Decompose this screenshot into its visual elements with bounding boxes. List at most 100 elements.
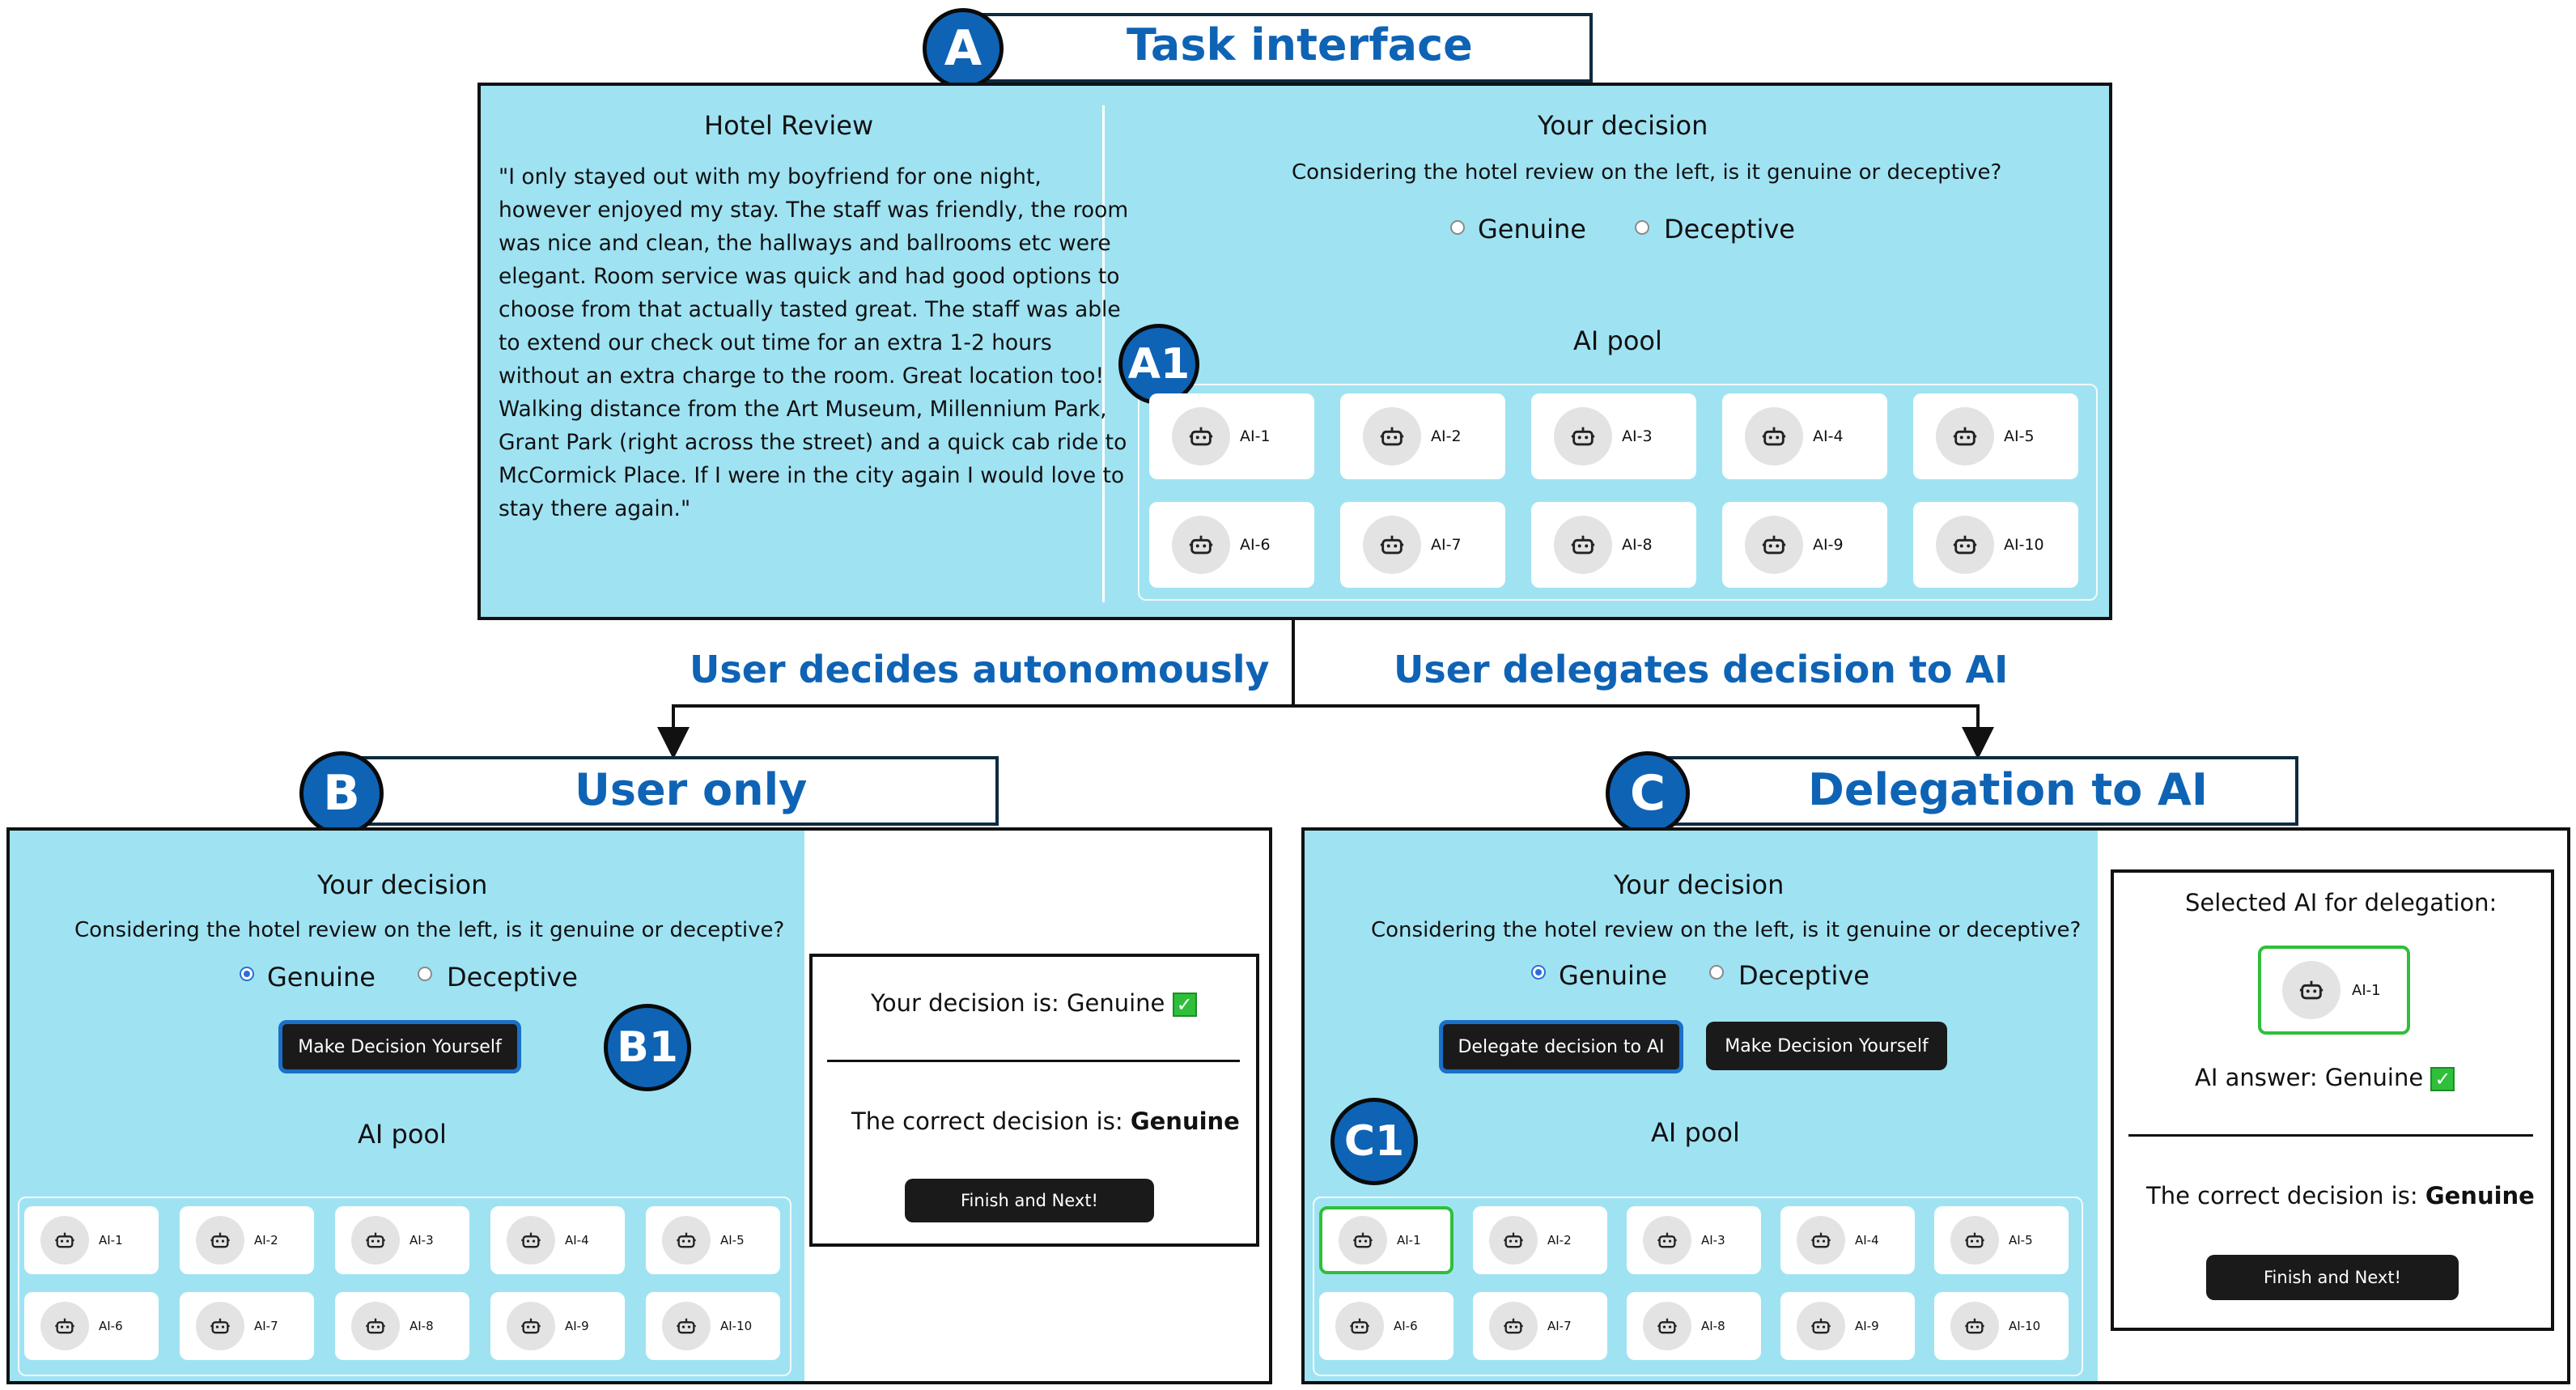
ai-pool-title: AI pool <box>1573 325 1662 356</box>
c-delegate-button[interactable]: Delegate decision to AI <box>1439 1020 1683 1073</box>
branch-left-label: User decides autonomously <box>690 648 1270 691</box>
robot-icon <box>1936 516 1994 574</box>
c-ai-label: AI-3 <box>1701 1233 1725 1248</box>
genuine-radio[interactable] <box>1450 220 1465 235</box>
a-ai-card-1[interactable]: AI-1 <box>1149 393 1314 479</box>
c-selected-ai-card: AI-1 <box>2258 946 2410 1035</box>
task-interface-title-box <box>963 13 1593 83</box>
robot-icon <box>1489 1216 1538 1265</box>
c-make-decision-button[interactable]: Make Decision Yourself <box>1706 1022 1947 1070</box>
c-selected-ai-title: Selected AI for delegation: <box>2185 889 2497 916</box>
c-ai-card-9[interactable]: AI-9 <box>1780 1292 1915 1360</box>
b-ai-card-8[interactable]: AI-8 <box>335 1292 469 1360</box>
decision-question: Considering the hotel review on the left… <box>1292 160 2002 185</box>
a-ai-card-4[interactable]: AI-4 <box>1722 393 1887 479</box>
robot-icon <box>1172 407 1230 465</box>
b-ai-card-5[interactable]: AI-5 <box>646 1206 780 1274</box>
b-ai-card-9[interactable]: AI-9 <box>490 1292 625 1360</box>
deceptive-radio-label: Deceptive <box>1664 214 1795 244</box>
b-your-decision-result: Your decision is: Genuine ✓ <box>871 989 1197 1017</box>
c-ai-card-4[interactable]: AI-4 <box>1780 1206 1915 1274</box>
a-ai-card-8[interactable]: AI-8 <box>1531 502 1696 588</box>
c-ai-label: AI-2 <box>1547 1233 1572 1248</box>
robot-icon <box>351 1216 400 1265</box>
robot-icon <box>1745 407 1803 465</box>
b-ai-label: AI-3 <box>410 1233 434 1248</box>
label-c-badge: C <box>1606 751 1690 835</box>
robot-icon <box>2282 961 2340 1019</box>
a-ai-label: AI-4 <box>1813 427 1844 445</box>
b-ai-pool <box>18 1197 791 1376</box>
a-ai-card-5[interactable]: AI-5 <box>1913 393 2078 479</box>
a-ai-card-9[interactable]: AI-9 <box>1722 502 1887 588</box>
a-ai-card-3[interactable]: AI-3 <box>1531 393 1696 479</box>
a-ai-label: AI-1 <box>1240 427 1271 445</box>
b-finish-next-button[interactable]: Finish and Next! <box>905 1179 1154 1222</box>
b-make-decision-button[interactable]: Make Decision Yourself <box>278 1020 521 1073</box>
b-ai-card-1[interactable]: AI-1 <box>24 1206 159 1274</box>
c-finish-next-button[interactable]: Finish and Next! <box>2206 1255 2459 1300</box>
b-ai-card-2[interactable]: AI-2 <box>180 1206 314 1274</box>
b-ai-card-4[interactable]: AI-4 <box>490 1206 625 1274</box>
a-ai-label: AI-3 <box>1622 427 1653 445</box>
robot-icon <box>1554 407 1612 465</box>
c-ai-card-5[interactable]: AI-5 <box>1934 1206 2069 1274</box>
b-deceptive-radio[interactable] <box>418 967 432 981</box>
c-deceptive-radio[interactable] <box>1709 965 1724 980</box>
b-ai-label: AI-7 <box>254 1319 278 1333</box>
c-genuine-radio[interactable] <box>1531 965 1546 980</box>
robot-icon <box>351 1302 400 1350</box>
c-ai-card-10[interactable]: AI-10 <box>1934 1292 2069 1360</box>
robot-icon <box>1643 1302 1691 1350</box>
c-ai-label: AI-5 <box>2009 1233 2033 1248</box>
b-ai-card-10[interactable]: AI-10 <box>646 1292 780 1360</box>
b-ai-label: AI-1 <box>99 1233 123 1248</box>
c-ai-label: AI-6 <box>1394 1319 1418 1333</box>
robot-icon <box>1797 1302 1845 1350</box>
b-ai-card-7[interactable]: AI-7 <box>180 1292 314 1360</box>
c-ai-pool-title: AI pool <box>1651 1117 1740 1148</box>
c-decision-title: Your decision <box>1614 869 1785 900</box>
c-ai-label: AI-1 <box>1397 1233 1421 1248</box>
c-ai-card-8[interactable]: AI-8 <box>1627 1292 1761 1360</box>
robot-icon <box>1363 407 1421 465</box>
b-genuine-radio[interactable] <box>240 967 254 981</box>
label-c1-badge: C1 <box>1330 1098 1418 1185</box>
robot-icon <box>1172 516 1230 574</box>
b-ai-label: AI-4 <box>565 1233 589 1248</box>
a-ai-label: AI-10 <box>2004 536 2044 554</box>
c-ai-label: AI-7 <box>1547 1319 1572 1333</box>
delegation-title-box <box>1643 756 2298 826</box>
deceptive-radio[interactable] <box>1635 220 1649 235</box>
review-text: "I only stayed out with my boyfriend for… <box>499 164 1129 521</box>
checkmark-icon: ✓ <box>2430 1067 2455 1091</box>
review-title: Hotel Review <box>704 110 874 141</box>
b-ai-pool-title: AI pool <box>358 1119 447 1150</box>
c-correct-decision: The correct decision is: Genuine <box>2146 1182 2535 1209</box>
a-ai-card-6[interactable]: AI-6 <box>1149 502 1314 588</box>
c-ai-card-1[interactable]: AI-1 <box>1319 1206 1454 1274</box>
b-ai-label: AI-9 <box>565 1319 589 1333</box>
genuine-radio-label: Genuine <box>1478 214 1586 244</box>
robot-icon <box>40 1302 89 1350</box>
robot-icon <box>1797 1216 1845 1265</box>
b-ai-label: AI-2 <box>254 1233 278 1248</box>
c-ai-card-6[interactable]: AI-6 <box>1319 1292 1454 1360</box>
b-ai-card-6[interactable]: AI-6 <box>24 1292 159 1360</box>
b-ai-card-3[interactable]: AI-3 <box>335 1206 469 1274</box>
c-ai-card-3[interactable]: AI-3 <box>1627 1206 1761 1274</box>
b-decision-question: Considering the hotel review on the left… <box>74 918 785 942</box>
a-ai-card-7[interactable]: AI-7 <box>1340 502 1505 588</box>
c-ai-card-2[interactable]: AI-2 <box>1473 1206 1607 1274</box>
c-genuine-label: Genuine <box>1559 960 1667 991</box>
a-ai-card-10[interactable]: AI-10 <box>1913 502 2078 588</box>
a-ai-card-2[interactable]: AI-2 <box>1340 393 1505 479</box>
c-ai-card-7[interactable]: AI-7 <box>1473 1292 1607 1360</box>
b-deceptive-label: Deceptive <box>447 962 578 993</box>
c-ai-label: AI-4 <box>1855 1233 1879 1248</box>
label-a-badge: A <box>923 8 1004 89</box>
c-result-divider <box>2128 1134 2533 1137</box>
c-ai-label: AI-10 <box>2009 1319 2041 1333</box>
checkmark-icon: ✓ <box>1172 993 1197 1017</box>
robot-icon <box>1339 1216 1387 1265</box>
